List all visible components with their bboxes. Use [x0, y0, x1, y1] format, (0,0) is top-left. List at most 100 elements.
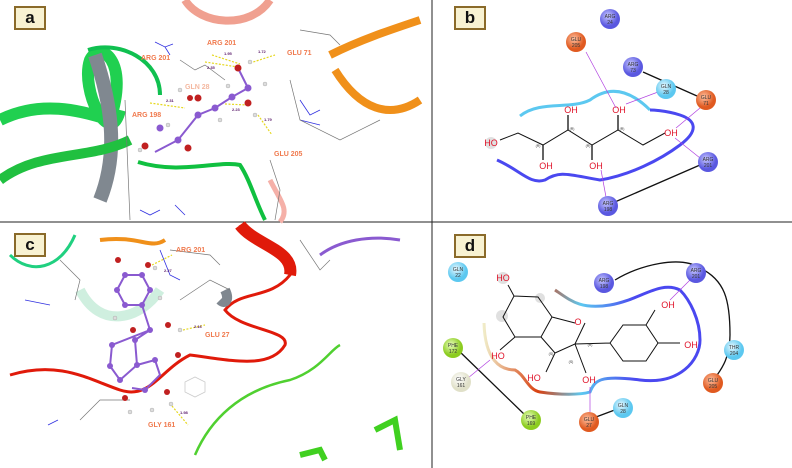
hbond-arrows-d — [467, 279, 691, 412]
stereo-label: (R) — [620, 127, 625, 131]
atom-label: HO — [484, 138, 498, 148]
svg-text:205: 205 — [709, 384, 718, 390]
orange-ribbon — [328, 16, 423, 114]
atom-label: OH — [589, 161, 603, 171]
orange-loop — [99, 237, 167, 246]
stereo-label: (S) — [549, 352, 554, 356]
atom-label: OH — [564, 105, 578, 115]
red-coil — [9, 224, 293, 394]
svg-text:204: 204 — [730, 351, 739, 357]
green-ribbon — [0, 135, 133, 185]
svg-text:GLN: GLN — [453, 267, 464, 273]
mannitol-backbone — [499, 129, 666, 146]
atom-label: HO — [496, 273, 510, 283]
svg-text:THR: THR — [729, 345, 740, 351]
pocket-contour-basic — [496, 108, 695, 183]
panel-label-c: c — [14, 233, 46, 257]
stereo-label: (R) — [588, 343, 593, 347]
svg-text:198: 198 — [604, 207, 613, 213]
stereo-label: (R) — [536, 144, 541, 148]
residue-label: GLU 27 — [205, 332, 230, 339]
svg-text:28: 28 — [620, 409, 626, 415]
svg-text:27: 27 — [586, 423, 592, 429]
catechin-structure — [499, 284, 680, 374]
phenyl-ring-faint — [184, 376, 206, 398]
svg-text:ARG: ARG — [628, 62, 639, 68]
hbond-arrows-b — [585, 51, 701, 198]
residue-label: ARG 201 — [176, 247, 205, 254]
stereo-bonds — [542, 115, 619, 160]
residue-sticks-grey — [124, 29, 381, 221]
distance-label: 1.72 — [258, 49, 267, 54]
residue-label: ARG 201 — [141, 55, 170, 62]
residue-label: GLU 205 — [274, 151, 303, 158]
green-loop-top — [87, 45, 162, 96]
distance-label: 1.98 — [180, 410, 189, 415]
distance-label: 2.16 — [194, 324, 203, 329]
svg-text:161: 161 — [457, 383, 466, 389]
svg-text:71: 71 — [703, 101, 709, 107]
svg-text:GLU: GLU — [708, 378, 719, 384]
atom-label: OH — [582, 375, 596, 385]
pink-ribbon — [267, 178, 287, 224]
svg-text:GLY: GLY — [456, 377, 466, 383]
svg-text:172: 172 — [449, 349, 458, 355]
distance-label: 2.23 — [232, 107, 241, 112]
pocket-contour — [482, 285, 702, 396]
salmon-ribbon — [181, 0, 274, 25]
panel-a-3d-view: ARG 201 ARG 201 GLU 71 GLN 28 ARG 198 GL… — [0, 0, 423, 224]
svg-text:198: 198 — [600, 284, 609, 290]
green-coil-c — [193, 343, 341, 456]
svg-text:PHE: PHE — [448, 343, 459, 349]
distance-label: 2.27 — [164, 268, 173, 273]
distance-label: 2.31 — [166, 98, 175, 103]
distance-label: 2.35 — [207, 65, 216, 70]
atom-label: OH — [664, 128, 678, 138]
svg-text:ARG: ARG — [605, 14, 616, 20]
residue-links — [614, 261, 731, 383]
green-loop — [137, 160, 267, 221]
atom-label: OH — [661, 300, 675, 310]
residue-sticks-grey-c — [59, 239, 331, 421]
svg-text:ARG: ARG — [599, 278, 610, 284]
svg-text:ARG: ARG — [603, 201, 614, 207]
faint-helix — [75, 287, 165, 322]
solvent-exposure-halo — [485, 137, 497, 149]
atom-label: HO — [491, 351, 505, 361]
svg-text:201: 201 — [704, 163, 713, 169]
svg-text:GLU: GLU — [584, 417, 595, 423]
ligand-c — [107, 257, 183, 415]
svg-text:GLN: GLN — [618, 403, 629, 409]
svg-text:GLU: GLU — [571, 37, 582, 43]
svg-text:201: 201 — [692, 274, 701, 280]
atom-label: O — [574, 317, 581, 327]
hbond-lines-a — [149, 54, 276, 136]
residue-label: GLN 28 — [185, 84, 210, 91]
grey-helix-c — [216, 287, 233, 307]
residue-sticks-blue — [139, 41, 321, 216]
panel-b-2d-diagram: HO OH OH OH OH OH (R) (R) (R) (R) ARG24 … — [484, 9, 718, 216]
svg-text:169: 169 — [527, 421, 536, 427]
stereo-label: (R) — [570, 127, 575, 131]
distance-label: 1.95 — [224, 51, 233, 56]
svg-text:73: 73 — [630, 68, 636, 74]
red-helix — [235, 220, 297, 277]
residue-label: ARG 201 — [207, 40, 236, 47]
svg-text:GLU: GLU — [701, 95, 712, 101]
svg-text:205: 205 — [572, 43, 581, 49]
